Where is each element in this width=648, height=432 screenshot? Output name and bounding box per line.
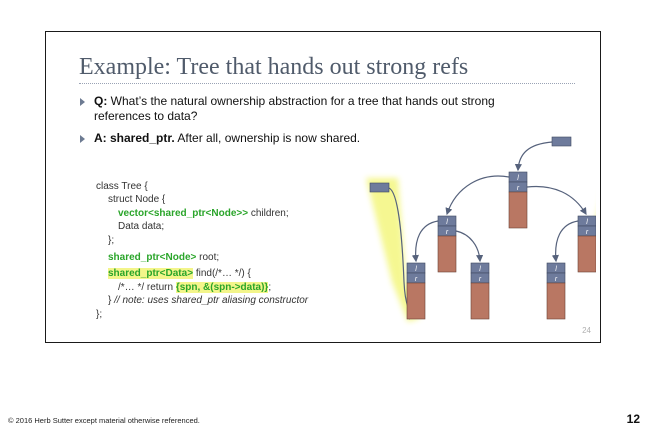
root-pointer	[551, 136, 572, 147]
bullet-answer: A: shared_ptr. After all, ownership is n…	[94, 131, 554, 146]
code-text: children;	[248, 207, 289, 219]
footer-page-number: 12	[626, 412, 640, 426]
code-text: root;	[196, 252, 220, 264]
node-pointer-label: r	[415, 276, 418, 283]
node-pointer-label: l	[479, 266, 481, 273]
question-label: Q:	[94, 94, 108, 108]
code-line: shared_ptr<Node> root;	[96, 251, 308, 264]
node-pointer-label: r	[517, 185, 520, 192]
slide-title: Example: Tree that hands out strong refs	[79, 54, 469, 80]
code-line: class Tree {	[96, 181, 148, 192]
highlight-glow	[366, 178, 420, 322]
code-line: struct Node {	[108, 194, 166, 206]
answer-text: After all, ownership is now shared.	[174, 131, 361, 145]
code-block: class Tree { struct Node { vector<shared…	[96, 180, 308, 321]
node-data	[577, 235, 596, 273]
pointer-arrow	[455, 230, 484, 263]
node-pointer-label: l	[446, 219, 448, 226]
slide-page-number: 24	[582, 326, 591, 335]
pointer-arrow	[526, 185, 587, 216]
pointer-arrow	[445, 175, 510, 216]
external-pointer	[369, 182, 390, 193]
code-line: Data data;	[118, 221, 165, 233]
code-line: };	[108, 234, 115, 246]
bullet-arrow-icon	[80, 135, 85, 143]
code-highlight: vector<shared_ptr<Node>>	[118, 207, 249, 219]
tree-diagram: lrlrlrlrlrlrlr	[366, 136, 596, 322]
node-data	[546, 282, 566, 320]
code-line: shared_ptr<Data> find(/*… */) {	[96, 267, 308, 280]
pointer-arrow	[411, 220, 439, 263]
bullet-question: Q: What’s the natural ownership abstract…	[94, 94, 554, 124]
code-highlight: shared_ptr<Node>	[108, 252, 197, 264]
node-pointer-label: r	[479, 276, 482, 283]
node-data	[406, 282, 426, 320]
code-highlight: shared_ptr<Data>	[108, 268, 194, 280]
node-data	[437, 235, 457, 273]
node-pointer-label: l	[517, 175, 519, 182]
answer-label: A: shared_ptr.	[94, 131, 175, 145]
code-highlight: {spn, &(spn->data)}	[175, 281, 269, 293]
code-text: find(/*… */) {	[193, 268, 251, 280]
code-line: /*… */ return {spn, &(spn->data)};	[96, 281, 308, 294]
code-comment: // note: uses shared_ptr aliasing constr…	[111, 295, 309, 307]
code-line: vector<shared_ptr<Node>> children;	[96, 207, 308, 220]
question-text-line2: references to data?	[94, 109, 198, 123]
node-pointer-label: r	[586, 229, 589, 236]
code-text: /*… */ return	[118, 281, 176, 293]
question-text-line1: What’s the natural ownership abstraction…	[107, 94, 495, 108]
code-line: } // note: uses shared_ptr aliasing cons…	[96, 294, 308, 307]
node-pointer-label: l	[415, 266, 417, 273]
footer-copyright: © 2016 Herb Sutter except material other…	[8, 416, 200, 425]
node-pointer-label: l	[586, 219, 588, 226]
node-data	[470, 282, 490, 320]
code-text: }	[108, 295, 112, 307]
title-divider	[79, 83, 575, 84]
node-data	[508, 191, 528, 229]
node-pointer-label: r	[555, 276, 558, 283]
bullet-arrow-icon	[80, 98, 85, 106]
pointer-arrow	[551, 220, 579, 263]
code-text: ;	[268, 281, 272, 293]
slide: Example: Tree that hands out strong refs…	[45, 31, 601, 343]
code-line: };	[96, 308, 103, 320]
pointer-arrow	[514, 141, 553, 172]
node-pointer-label: l	[555, 266, 557, 273]
node-pointer-label: r	[446, 229, 449, 236]
